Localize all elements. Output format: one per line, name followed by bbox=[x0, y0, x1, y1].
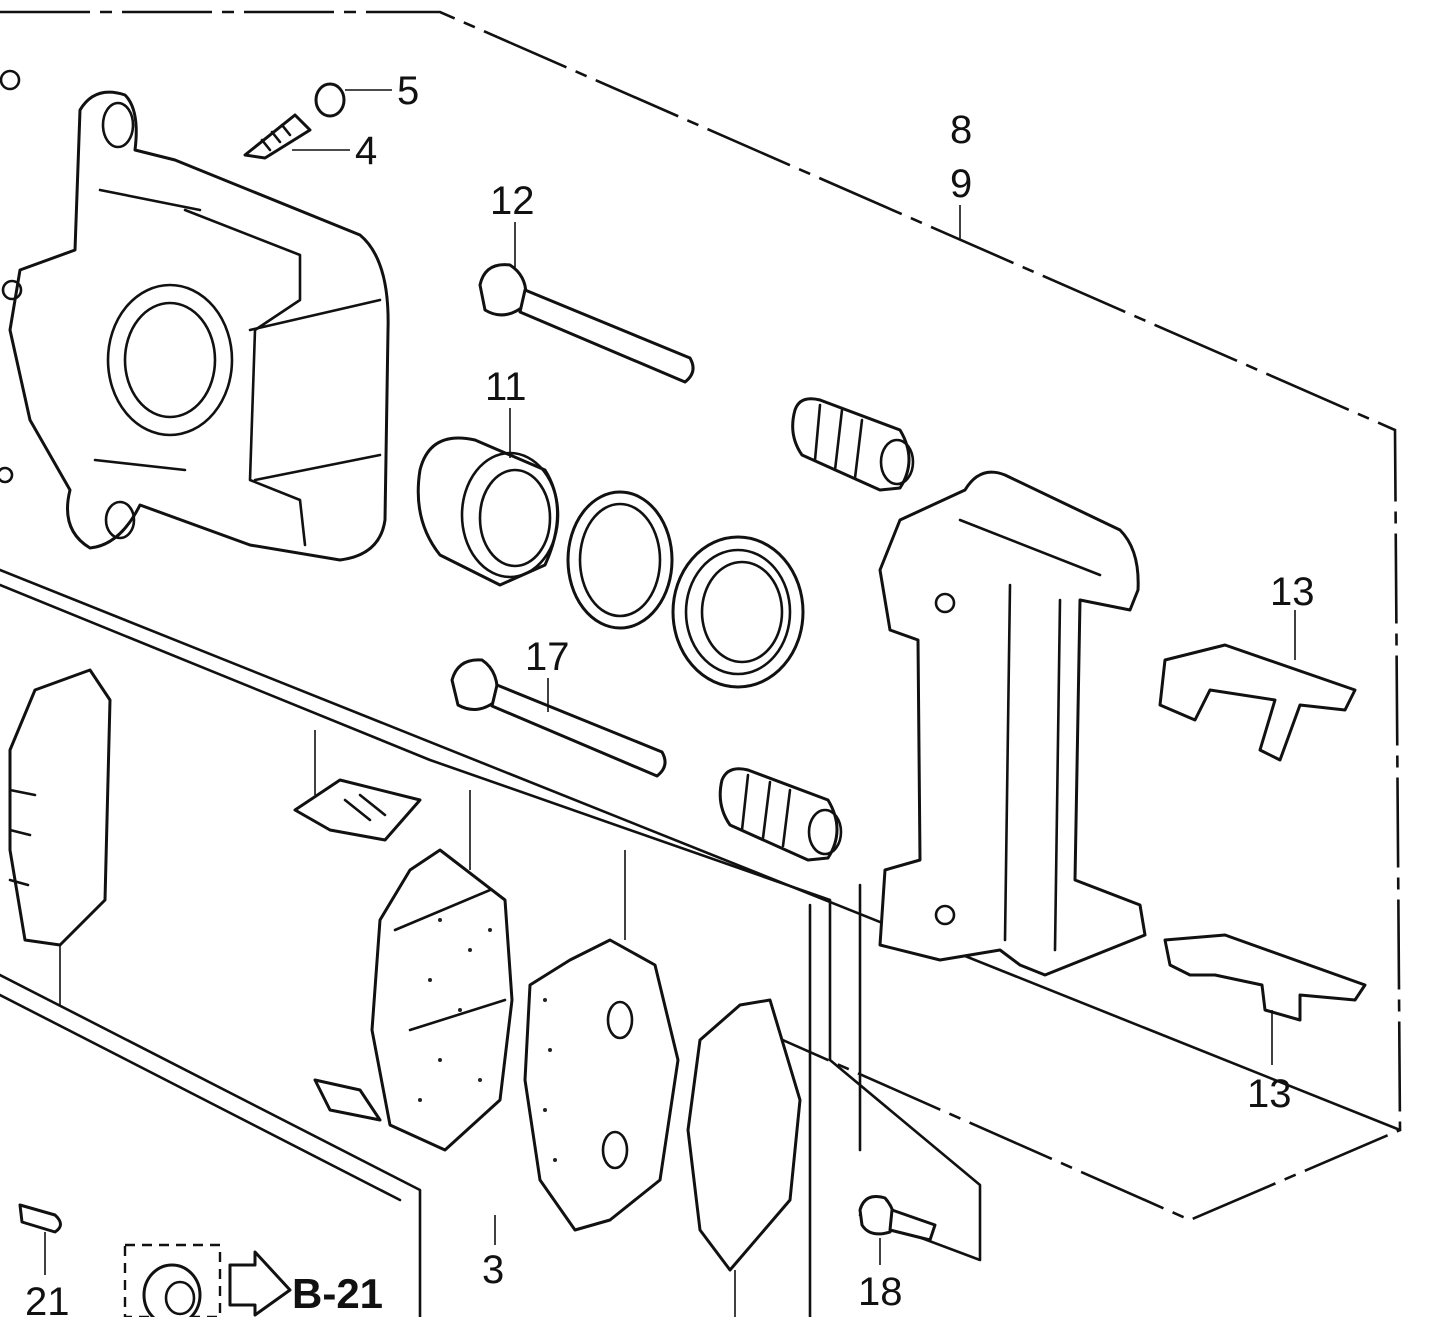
callout-4: 4 bbox=[355, 129, 377, 173]
caliper-bracket bbox=[878, 470, 1147, 977]
brake-pad-inner bbox=[313, 848, 514, 1152]
pad-retainer-upper bbox=[1158, 610, 1357, 762]
pad-shim-left bbox=[8, 668, 112, 947]
reference-box bbox=[123, 1243, 292, 1317]
pin-boot-lower bbox=[718, 767, 843, 862]
guide-pin-upper bbox=[478, 222, 695, 384]
callout-5: 5 bbox=[397, 69, 419, 113]
guide-pin-lower bbox=[450, 658, 667, 778]
callout-17: 17 bbox=[525, 635, 570, 679]
callout-18: 18 bbox=[858, 1270, 903, 1314]
wear-indicator bbox=[293, 778, 422, 842]
bracket-bolt bbox=[858, 1195, 937, 1265]
callout-13-lower: 13 bbox=[1247, 1072, 1292, 1116]
callout-11: 11 bbox=[485, 365, 527, 409]
callout-21: 21 bbox=[25, 1280, 70, 1317]
dust-boot bbox=[671, 535, 805, 689]
callout-3: 3 bbox=[482, 1248, 504, 1292]
pin-boot-upper bbox=[791, 397, 915, 492]
pad-retainer-lower bbox=[1163, 933, 1367, 1065]
bleeder-cap bbox=[314, 82, 392, 118]
brake-pad-outer bbox=[523, 938, 680, 1232]
piston-seal bbox=[566, 490, 674, 630]
reference-label: B-21 bbox=[292, 1270, 383, 1317]
piston bbox=[416, 408, 560, 587]
mounting-bolt bbox=[18, 1203, 62, 1275]
reference-arrow-icon bbox=[228, 1250, 292, 1317]
callout-12: 12 bbox=[490, 179, 535, 223]
assembly-boundaries bbox=[0, 10, 1402, 1317]
pad-shim-outer bbox=[686, 998, 802, 1272]
callout-8: 8 bbox=[950, 108, 972, 152]
caliper-body bbox=[0, 69, 390, 562]
callout-13-upper: 13 bbox=[1270, 570, 1315, 614]
callout-labels: 5 4 8 9 12 11 17 13 13 3 18 21 B-21 bbox=[25, 69, 1315, 1317]
bleeder-screw bbox=[243, 113, 350, 160]
callout-9: 9 bbox=[950, 162, 972, 206]
